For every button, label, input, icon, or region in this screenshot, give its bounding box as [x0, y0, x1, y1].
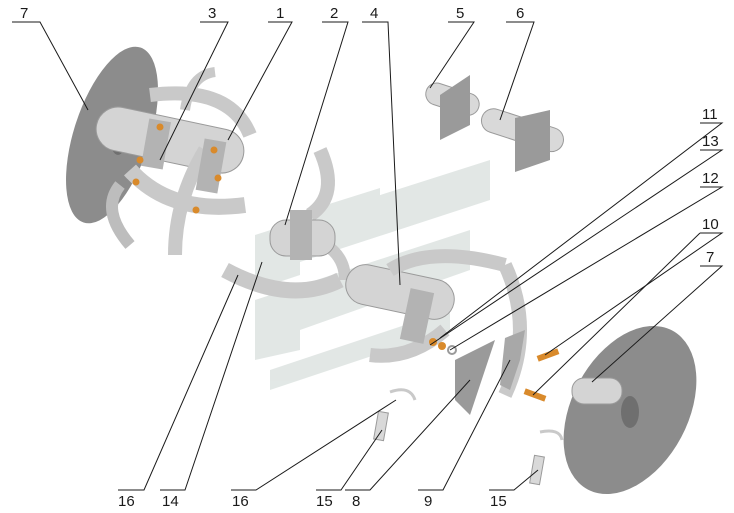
leader-9 — [418, 359, 511, 491]
callout-15-left: 15 — [316, 493, 333, 510]
leader-6 — [499, 21, 535, 121]
bolts-10 — [523, 348, 560, 402]
callout-labels: 7 3 1 2 4 5 6 11 13 12 10 7 16 14 16 15 … — [20, 5, 719, 510]
callout-16-left: 16 — [118, 493, 135, 510]
leader-15-left — [316, 429, 383, 491]
callout-14: 14 — [162, 493, 179, 510]
callout-7-right: 7 — [706, 249, 714, 266]
callout-13: 13 — [702, 133, 719, 150]
blade-8 — [455, 340, 495, 415]
callout-9: 9 — [424, 493, 432, 510]
leader-14 — [160, 261, 263, 491]
callout-5: 5 — [456, 5, 464, 22]
leader-5 — [429, 21, 475, 89]
shaft-5 — [425, 75, 480, 140]
shaft-6 — [480, 108, 564, 172]
callout-8: 8 — [352, 493, 360, 510]
leader-7-top — [12, 21, 89, 111]
middle-rotor — [221, 147, 351, 299]
leader-4 — [362, 21, 401, 286]
leader-12 — [449, 186, 724, 351]
leader-3 — [159, 21, 229, 161]
callout-16-mid: 16 — [232, 493, 249, 510]
leader-lines — [12, 21, 724, 491]
leader-13 — [429, 149, 724, 346]
callout-3: 3 — [208, 5, 216, 22]
leader-10a — [544, 232, 724, 356]
callout-10: 10 — [702, 216, 719, 233]
callout-2: 2 — [330, 5, 338, 22]
callout-11: 11 — [702, 106, 718, 123]
leader-8 — [345, 379, 471, 491]
leader-10b — [532, 232, 701, 396]
leader-15-right — [489, 469, 539, 491]
pins — [373, 388, 564, 486]
leader-2 — [284, 21, 349, 226]
leader-16-mid — [231, 399, 397, 491]
leader-7-right — [591, 265, 724, 383]
callout-6: 6 — [516, 5, 524, 22]
callout-12: 12 — [702, 170, 719, 187]
callout-1: 1 — [276, 5, 284, 22]
leader-11 — [439, 122, 724, 339]
leader-16-left — [118, 274, 239, 491]
leader-1 — [227, 21, 293, 141]
callout-15-right: 15 — [490, 493, 507, 510]
disk-right — [563, 325, 697, 495]
callout-4: 4 — [370, 5, 378, 22]
callout-7-top: 7 — [20, 5, 28, 22]
blade-9 — [500, 330, 525, 390]
